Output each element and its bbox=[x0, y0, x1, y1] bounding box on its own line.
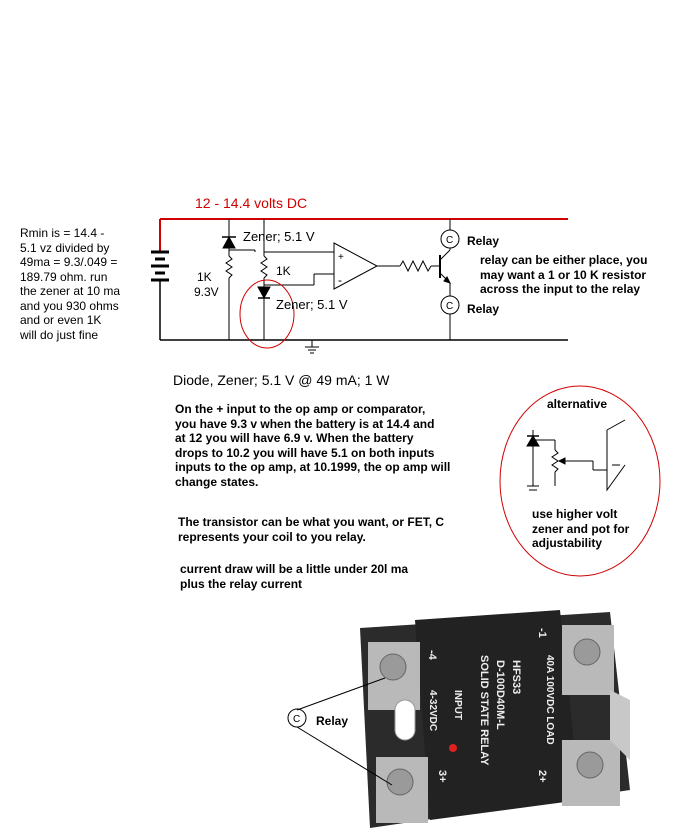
svg-text:C: C bbox=[446, 301, 453, 312]
op-amp-symbol: + - bbox=[333, 242, 440, 290]
op-amp-explanation: On the + input to the op amp or comparat… bbox=[175, 402, 451, 489]
ssr-input-text: INPUT bbox=[452, 690, 463, 720]
alternative-note: use higher volt zener and pot for adjust… bbox=[532, 507, 630, 550]
ssr-relay-photo bbox=[360, 610, 630, 828]
resistor-label-1k: 1K bbox=[197, 270, 212, 284]
ssr-label-text: 40A 100VDC LOAD bbox=[544, 655, 555, 745]
highlight-ellipse-zener bbox=[239, 279, 295, 349]
ssr-voltage-text: 4-32VDC bbox=[427, 690, 438, 732]
ground-symbol bbox=[305, 340, 319, 354]
ssr-terminal-minus1: -1 bbox=[536, 628, 548, 638]
svg-text:C: C bbox=[293, 714, 300, 725]
alternative-title: alternative bbox=[547, 397, 608, 411]
relay-label-bottom: Relay bbox=[467, 302, 500, 316]
zener-divider-left bbox=[222, 219, 255, 340]
svg-text:C: C bbox=[446, 235, 453, 246]
ssr-terminal-plus3: 3+ bbox=[436, 770, 448, 783]
resistor-label-1k-2: 1K bbox=[276, 264, 291, 278]
ssr-terminal-minus4: -4 bbox=[426, 650, 438, 660]
relay-label-photo: Relay bbox=[316, 714, 349, 728]
transistor-note: The transistor can be what you want, or … bbox=[178, 515, 445, 544]
supply-voltage-label: 12 - 14.4 volts DC bbox=[195, 195, 308, 211]
ssr-type-text: SOLID STATE RELAY bbox=[478, 655, 490, 766]
svg-text:+: + bbox=[338, 252, 344, 263]
relay-placement-note: relay can be either place, you may want … bbox=[480, 253, 648, 296]
alternative-schematic bbox=[526, 419, 626, 492]
relay-coil-bottom: C bbox=[440, 295, 460, 340]
highlight-ellipse-alternative bbox=[499, 385, 661, 577]
relay-coil-top: C bbox=[440, 219, 460, 250]
ssr-terminal-plus2: 2+ bbox=[536, 770, 548, 783]
battery-symbol bbox=[151, 219, 169, 340]
ssr-model-text: HFS33 bbox=[510, 660, 522, 695]
svg-text:-: - bbox=[338, 273, 342, 287]
relay-label-top: Relay bbox=[467, 234, 500, 248]
zener-label-top: Zener; 5.1 V bbox=[243, 229, 315, 244]
zener-divider-right bbox=[254, 219, 334, 340]
current-draw-note: current draw will be a little under 20l … bbox=[180, 562, 409, 591]
voltage-label-9v3: 9.3V bbox=[194, 285, 219, 299]
zener-label-bottom: Zener; 5.1 V bbox=[276, 297, 348, 312]
diode-spec-label: Diode, Zener; 5.1 V @ 49 mA; 1 W bbox=[173, 372, 390, 388]
relay-wiring: C bbox=[287, 677, 393, 786]
ssr-part-text: D-100D40M-L bbox=[494, 660, 506, 730]
transistor-symbol bbox=[439, 248, 451, 296]
rmin-note: Rmin is = 14.4 - 5.1 vz divided by 49ma … bbox=[20, 226, 121, 342]
ssr-input-led bbox=[449, 744, 457, 752]
